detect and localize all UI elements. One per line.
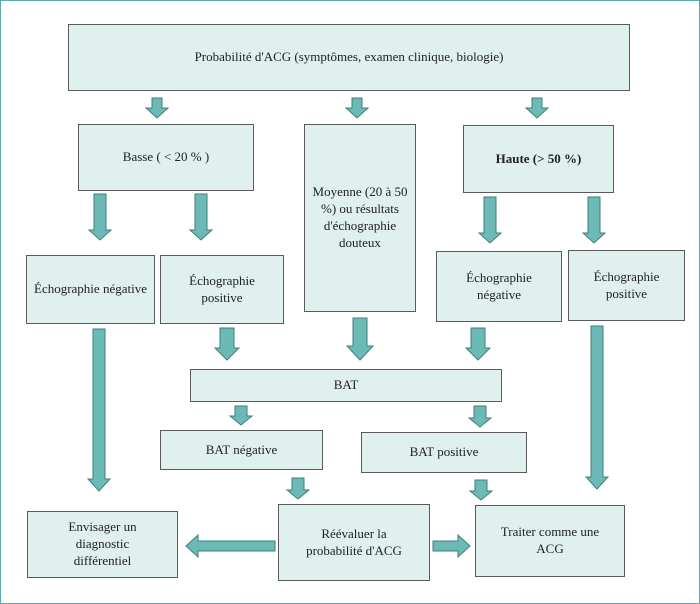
arrow-reevaluer-to-traiter: [432, 533, 471, 559]
node-haute: Haute (> 50 %): [463, 125, 614, 193]
node-basse: Basse ( < 20 % ): [78, 124, 254, 191]
node-echo-neg-gauche: Échographie négative: [26, 255, 155, 324]
arrow-to-basse: [144, 97, 170, 119]
arrow-echo-neg-to-bat: [464, 327, 492, 361]
node-diagnostic: Envisager un diagnostic différentiel: [27, 511, 178, 578]
arrow-positive-to-traiter: [468, 479, 494, 501]
node-probabilite: Probabilité d'ACG (symptômes, examen cli…: [68, 24, 630, 91]
node-bat-positive: BAT positive: [361, 432, 527, 473]
node-echo-pos-gauche: Échographie positive: [160, 255, 284, 324]
arrow-bat-to-positive: [467, 405, 493, 428]
arrow-to-haute: [524, 97, 550, 119]
node-echo-neg-droite: Échographie négative: [436, 251, 562, 322]
arrow-haute-to-echo-pos: [581, 196, 607, 244]
arrow-haute-to-echo-neg: [477, 196, 503, 244]
arrow-echo-pos-to-traiter: [584, 325, 610, 490]
node-traiter: Traiter comme une ACG: [475, 505, 625, 577]
arrow-basse-to-echo-neg: [87, 193, 113, 241]
arrow-negative-to-reevaluer: [285, 477, 311, 500]
arrow-bat-to-negative: [228, 405, 254, 426]
node-echo-pos-droite: Échographie positive: [568, 250, 685, 321]
arrow-echo-neg-to-diagnostic: [86, 328, 112, 492]
arrow-echo-pos-to-bat: [213, 327, 241, 361]
node-bat: BAT: [190, 369, 502, 402]
node-reevaluer: Réévaluer la probabilité d'ACG: [278, 504, 430, 581]
arrow-basse-to-echo-pos: [188, 193, 214, 241]
arrow-reevaluer-to-diagnostic: [185, 533, 276, 559]
arrow-moyenne-to-bat: [345, 317, 375, 361]
arrow-to-moyenne: [344, 97, 370, 119]
node-moyenne: Moyenne (20 à 50 %) ou résultats d'échog…: [304, 124, 416, 312]
node-bat-negative: BAT négative: [160, 430, 323, 470]
